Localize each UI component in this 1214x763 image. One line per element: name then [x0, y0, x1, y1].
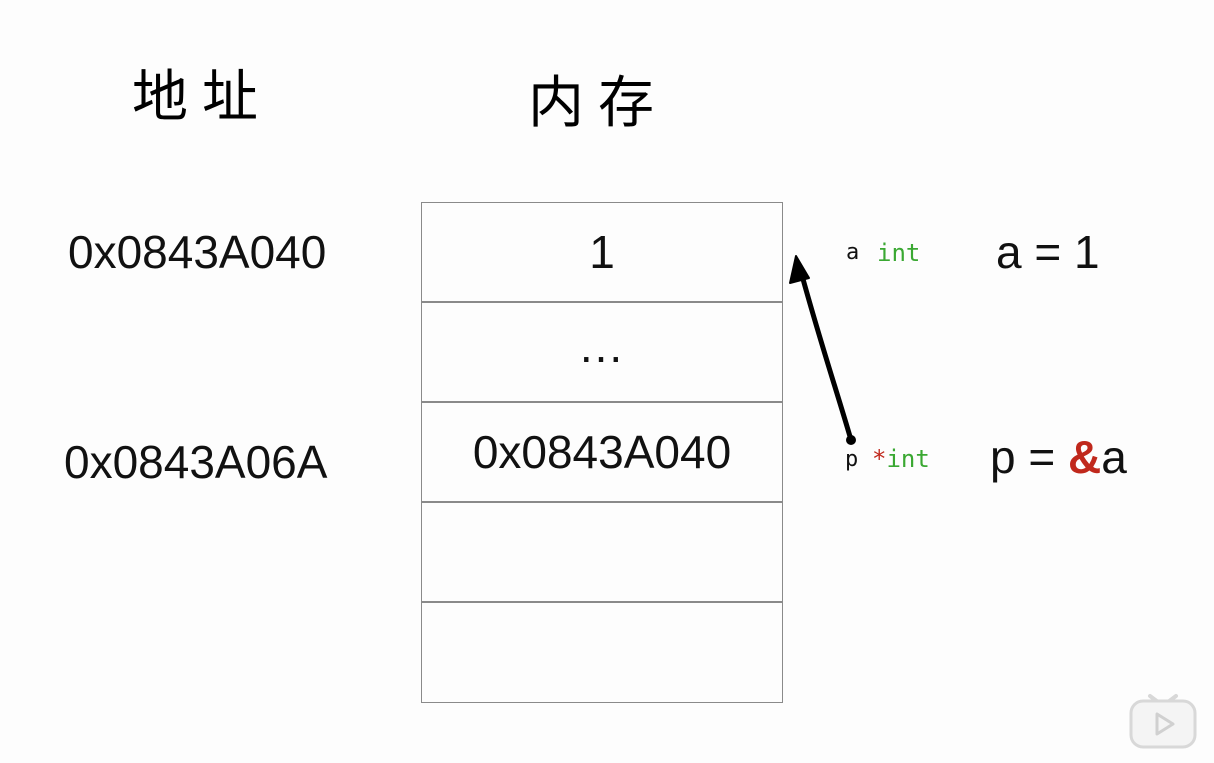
expression-p-lhs: p =: [990, 431, 1069, 483]
pointer-star: *: [872, 445, 887, 473]
memory-cell-value: 1: [589, 226, 615, 278]
memory-heading: 内存: [528, 71, 668, 136]
address-heading: 地址: [132, 65, 272, 130]
video-player-logo-icon: [1129, 694, 1197, 749]
variable-p-type: *int: [872, 447, 930, 471]
memory-cell-value: ...: [579, 320, 625, 372]
address-label-p: 0x0843A06A: [64, 436, 328, 488]
pointer-arrow-line: [797, 265, 854, 443]
address-label-a: 0x0843A040: [68, 226, 327, 278]
variable-a-name: a: [846, 240, 860, 265]
variable-p-name: p: [845, 447, 859, 472]
pointer-type: int: [886, 445, 930, 473]
expression-p: p = &a: [990, 434, 1127, 480]
address-of-operator: &: [1068, 431, 1102, 483]
memory-cell: ...: [421, 302, 783, 402]
pointer-arrow-tail-dot: [846, 435, 856, 445]
memory-cell: [421, 502, 783, 602]
memory-cell: 1: [421, 202, 783, 302]
pointer-arrow-head: [789, 255, 810, 284]
memory-cell: [421, 602, 783, 703]
memory-cell-value: 0x0843A040: [472, 426, 732, 478]
expression-a: a = 1: [996, 226, 1100, 278]
memory-cell: 0x0843A040: [421, 402, 783, 502]
expression-p-rhs: a: [1101, 431, 1127, 483]
variable-a-type: int: [877, 239, 921, 267]
